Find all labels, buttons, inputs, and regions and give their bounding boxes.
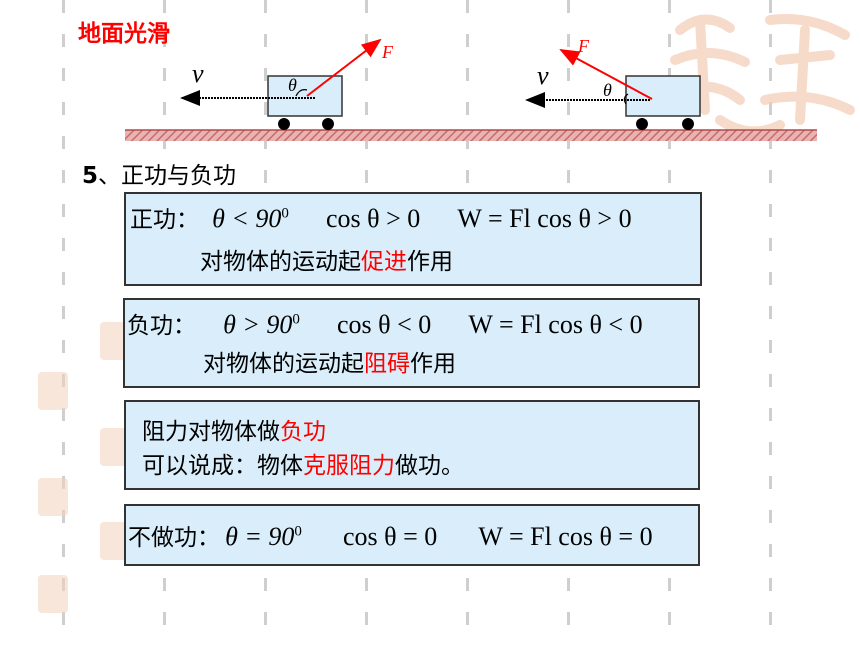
right-theta-label: θ — [603, 80, 612, 100]
right-cart — [625, 75, 701, 130]
seal-watermark — [38, 372, 68, 410]
section-title: 、正功与负功 — [98, 163, 237, 189]
cart-force-diagram: v F θ v F θ — [125, 36, 817, 141]
resistance-line-1: 阻力对物体做负功 — [142, 419, 326, 445]
zero-work-box: 不做功： θ = 900 cos θ = 0 W = Fl cos θ = 0 — [124, 504, 700, 566]
section-heading: 5、正功与负功 — [82, 156, 236, 190]
positive-work-label: 正功： — [130, 207, 199, 233]
negative-work-formula: W = Fl cos θ < 0 — [468, 310, 643, 339]
negative-work-label: 负功： — [127, 313, 196, 339]
negative-work-box: 负功： θ > 900 cos θ < 0 W = Fl cos θ < 0 对… — [123, 298, 700, 388]
zero-angle-condition: θ = 900 — [225, 522, 302, 551]
positive-work-description: 对物体的运动起促进作用 — [200, 249, 453, 275]
zero-work-formula: W = Fl cos θ = 0 — [478, 522, 653, 551]
ground — [125, 130, 817, 141]
section-number: 5 — [82, 163, 99, 189]
calligraphy-watermark — [670, 14, 855, 137]
left-cart — [267, 75, 343, 130]
positive-cos-condition: cos θ > 0 — [326, 204, 421, 233]
zero-work-label: 不做功： — [128, 525, 220, 551]
resistance-line-2: 可以说成：物体克服阻力做功。 — [142, 453, 464, 479]
positive-work-box: 正功： θ < 900 cos θ > 0 W = Fl cos θ > 0 对… — [124, 192, 702, 286]
left-v-label: v — [192, 59, 204, 88]
seal-watermark — [38, 575, 68, 613]
negative-work-description: 对物体的运动起阻碍作用 — [203, 351, 456, 377]
seal-watermark — [38, 478, 68, 516]
positive-work-formula: W = Fl cos θ > 0 — [457, 204, 632, 233]
left-force-arrow — [306, 38, 382, 97]
right-force-arrow — [559, 49, 653, 100]
slide-caption: 地面光滑 — [78, 21, 170, 47]
resistance-work-box: 阻力对物体做负功 可以说成：物体克服阻力做功。 — [124, 400, 700, 490]
right-F-label: F — [577, 36, 590, 56]
right-v-label: v — [537, 61, 549, 90]
left-theta-label: θ — [288, 75, 297, 95]
negative-cos-condition: cos θ < 0 — [337, 310, 432, 339]
left-F-label: F — [381, 42, 394, 62]
positive-angle-condition: θ < 900 — [212, 204, 289, 233]
zero-cos-condition: cos θ = 0 — [343, 522, 438, 551]
negative-angle-condition: θ > 900 — [223, 310, 300, 339]
